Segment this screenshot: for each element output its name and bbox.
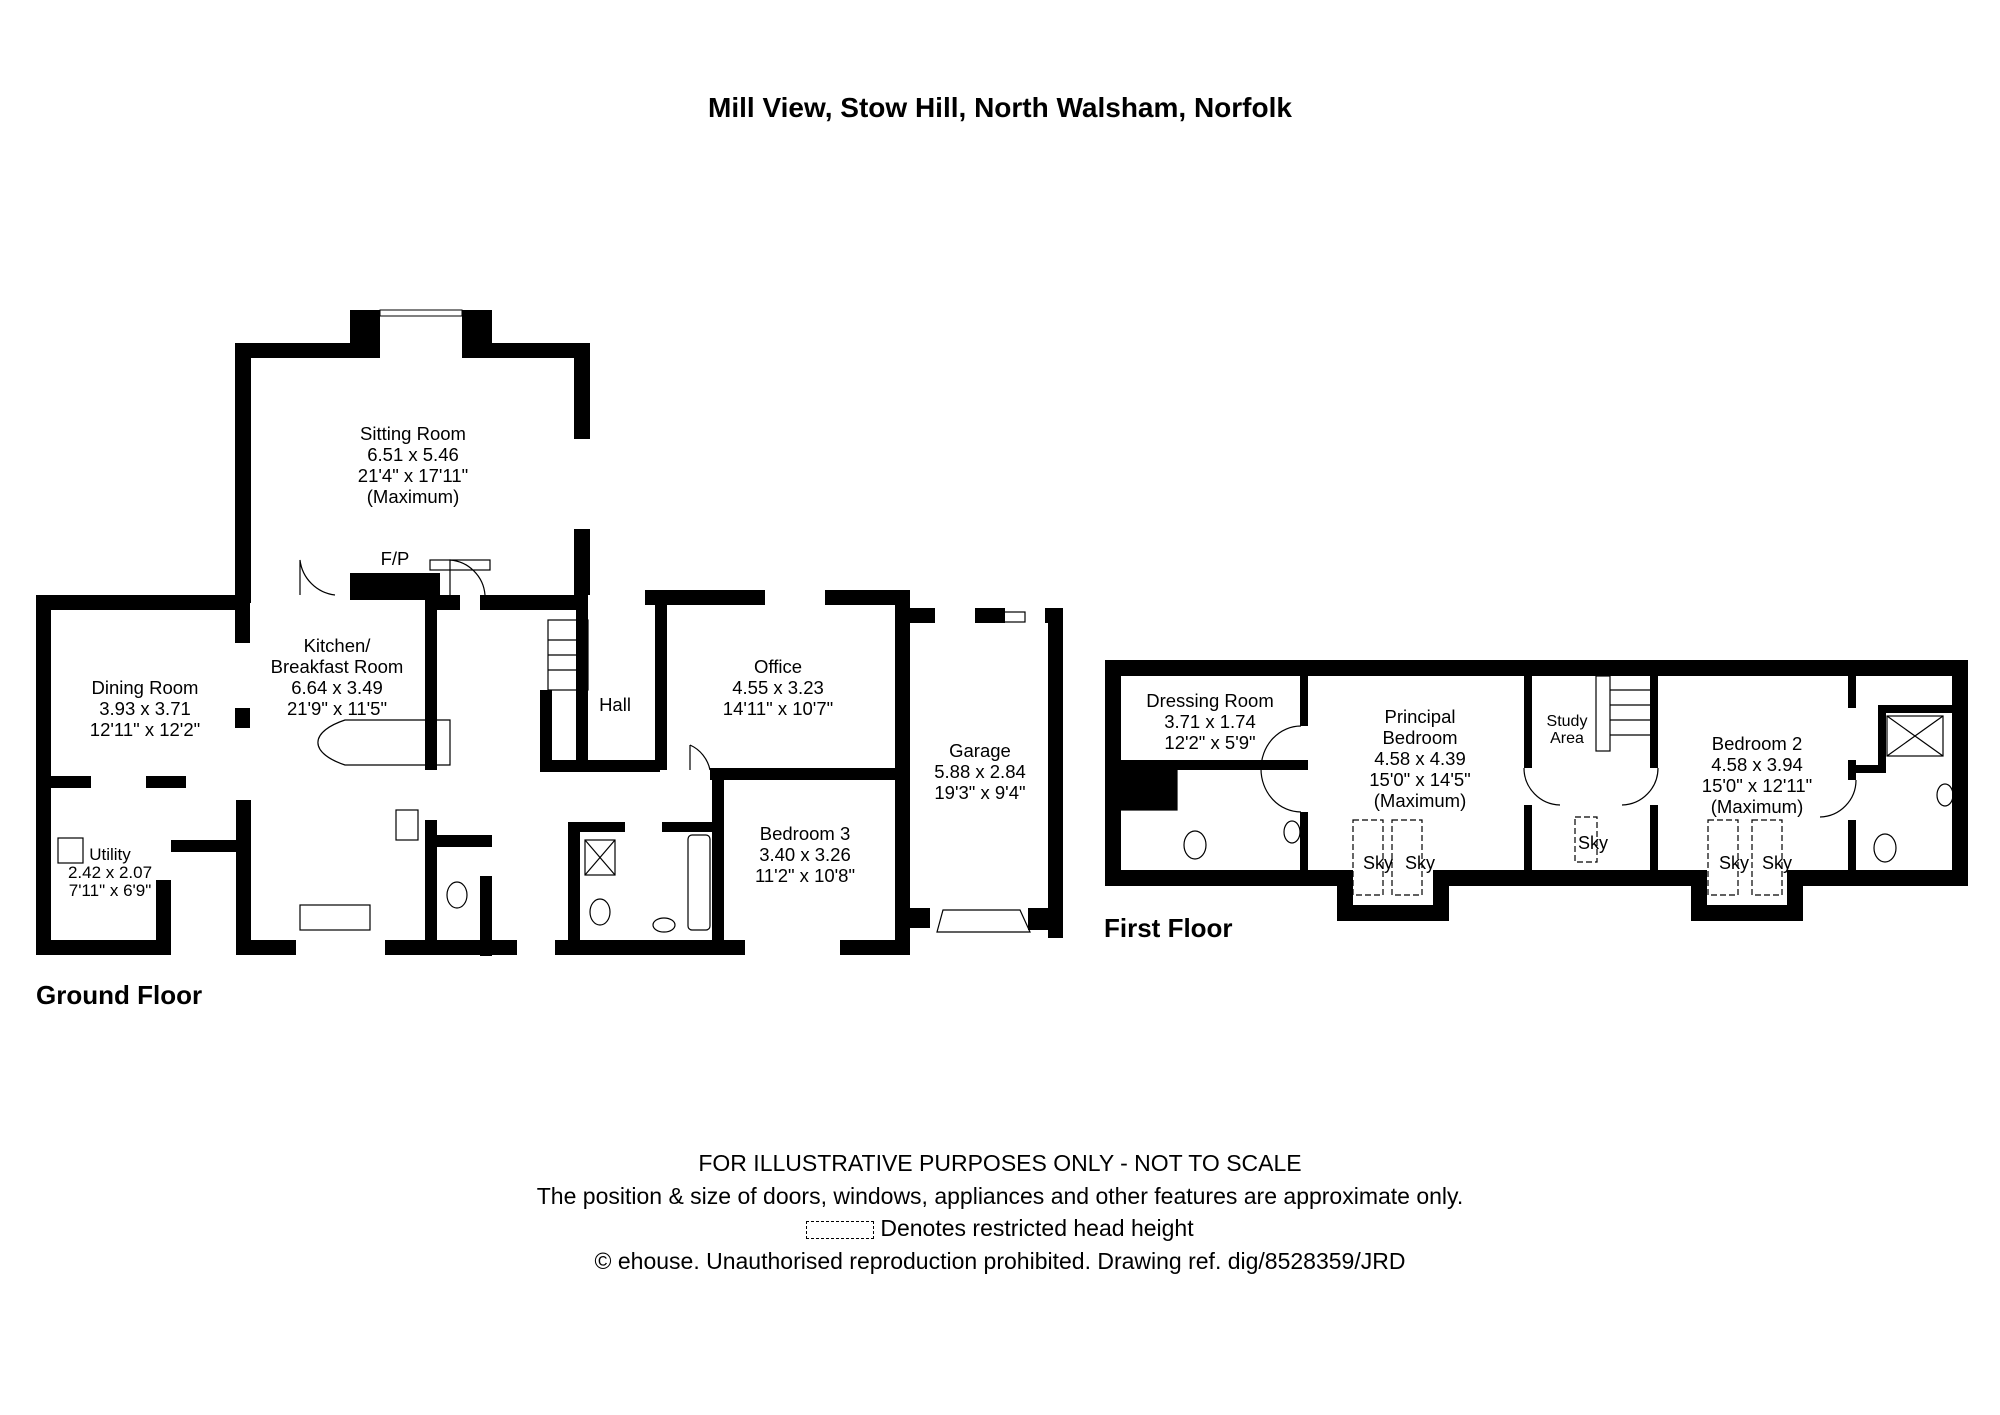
room-kitchen: Kitchen/ Breakfast Room 6.64 x 3.49 21'9… [271, 635, 404, 719]
room-metric: 3.40 x 3.26 [759, 844, 851, 865]
skylight-label: Sky [1718, 853, 1750, 873]
plan-title: Mill View, Stow Hill, North Walsham, Nor… [708, 92, 1292, 123]
first-floor-label: First Floor [1104, 913, 1233, 943]
room-imperial: 15'0" x 14'5" [1369, 769, 1471, 790]
room-note: (Maximum) [366, 486, 460, 507]
skylight-label: Sky [1761, 853, 1793, 873]
disclaimer-note: The position & size of doors, windows, a… [536, 1183, 1464, 1209]
room-note: (Maximum) [1710, 796, 1804, 817]
room-metric: 3.71 x 1.74 [1164, 711, 1256, 732]
room-imperial: 11'2" x 10'8" [754, 865, 856, 886]
room-imperial: 19'3" x 9'4" [934, 782, 1026, 803]
room-dining-room: Dining Room 3.93 x 3.71 12'11" x 12'2" [90, 677, 200, 740]
room-name: Sitting Room [360, 423, 466, 444]
ground-floor-fixtures [57, 559, 1031, 933]
room-metric: 6.51 x 5.46 [367, 444, 459, 465]
legend-text: Denotes restricted head height [880, 1215, 1194, 1241]
room-office: Office 4.55 x 3.23 14'11" x 10'7" [723, 656, 833, 719]
room-metric: 5.88 x 2.84 [934, 761, 1026, 782]
ground-floor-label: Ground Floor [36, 980, 203, 1010]
room-principal-bedroom: Principal Bedroom 4.58 x 4.39 15'0" x 14… [1369, 706, 1470, 811]
room-imperial: 15'0" x 12'11" [1701, 775, 1813, 796]
room-dressing-room: Dressing Room 3.71 x 1.74 12'2" x 5'9" [1146, 690, 1274, 753]
fireplace-name: F/P [380, 548, 410, 569]
room-name-2: Breakfast Room [270, 656, 404, 677]
room-garage: Garage 5.88 x 2.84 19'3" x 9'4" [934, 740, 1026, 803]
room-name: Hall [599, 694, 631, 715]
room-name: Dining Room [91, 677, 199, 698]
room-imperial: 21'4" x 17'11" [357, 465, 469, 486]
room-metric: 4.58 x 3.94 [1711, 754, 1803, 775]
room-name: Dressing Room [1146, 690, 1274, 711]
room-study-area: Study Area [1547, 713, 1588, 747]
room-metric: 2.42 x 2.07 [67, 863, 153, 882]
copyright: © ehouse. Unauthorised reproduction proh… [594, 1248, 1406, 1274]
room-metric: 4.58 x 4.39 [1374, 748, 1466, 769]
room-imperial: 21'9" x 11'5" [286, 698, 388, 719]
room-imperial: 12'2" x 5'9" [1164, 732, 1256, 753]
room-name: Kitchen/ [303, 635, 371, 656]
room-metric: 4.55 x 3.23 [732, 677, 824, 698]
room-name: Utility [89, 845, 131, 864]
legend: Denotes restricted head height [0, 1215, 2000, 1242]
room-name: Bedroom 2 [1711, 733, 1803, 754]
room-name: Bedroom 3 [759, 823, 851, 844]
room-hall: Hall [599, 694, 631, 715]
room-sitting-room: Sitting Room 6.51 x 5.46 21'4" x 17'11" … [358, 423, 468, 507]
restricted-head-height-swatch [806, 1220, 875, 1239]
skylight-label: Sky [1404, 853, 1436, 873]
room-bedroom-2: Bedroom 2 4.58 x 3.94 15'0" x 12'11" (Ma… [1702, 733, 1812, 817]
disclaimer: FOR ILLUSTRATIVE PURPOSES ONLY - NOT TO … [698, 1150, 1302, 1176]
room-bedroom-3: Bedroom 3 3.40 x 3.26 11'2" x 10'8" [755, 823, 855, 886]
room-imperial: 7'11" x 6'9" [68, 881, 152, 900]
room-imperial: 14'11" x 10'7" [722, 698, 834, 719]
room-note: (Maximum) [1373, 790, 1467, 811]
skylight-label: Sky [1577, 833, 1609, 853]
room-name: Garage [949, 740, 1011, 761]
skylight-label: Sky [1362, 853, 1394, 873]
fireplace-label: F/P [381, 548, 410, 569]
room-imperial: 12'11" x 12'2" [89, 719, 201, 740]
room-metric: 6.64 x 3.49 [291, 677, 383, 698]
room-metric: 3.93 x 3.71 [99, 698, 191, 719]
room-utility: Utility 2.42 x 2.07 7'11" x 6'9" [68, 846, 152, 900]
first-floor-fixtures [1120, 675, 1954, 896]
first-floor-walls [1105, 660, 1968, 921]
room-name-2: Area [1550, 730, 1584, 747]
room-name-2: Bedroom [1382, 727, 1458, 748]
room-name: Office [754, 656, 802, 677]
room-name: Principal [1384, 706, 1456, 727]
ground-floor-walls [36, 309, 1063, 956]
room-name: Study [1546, 713, 1588, 730]
